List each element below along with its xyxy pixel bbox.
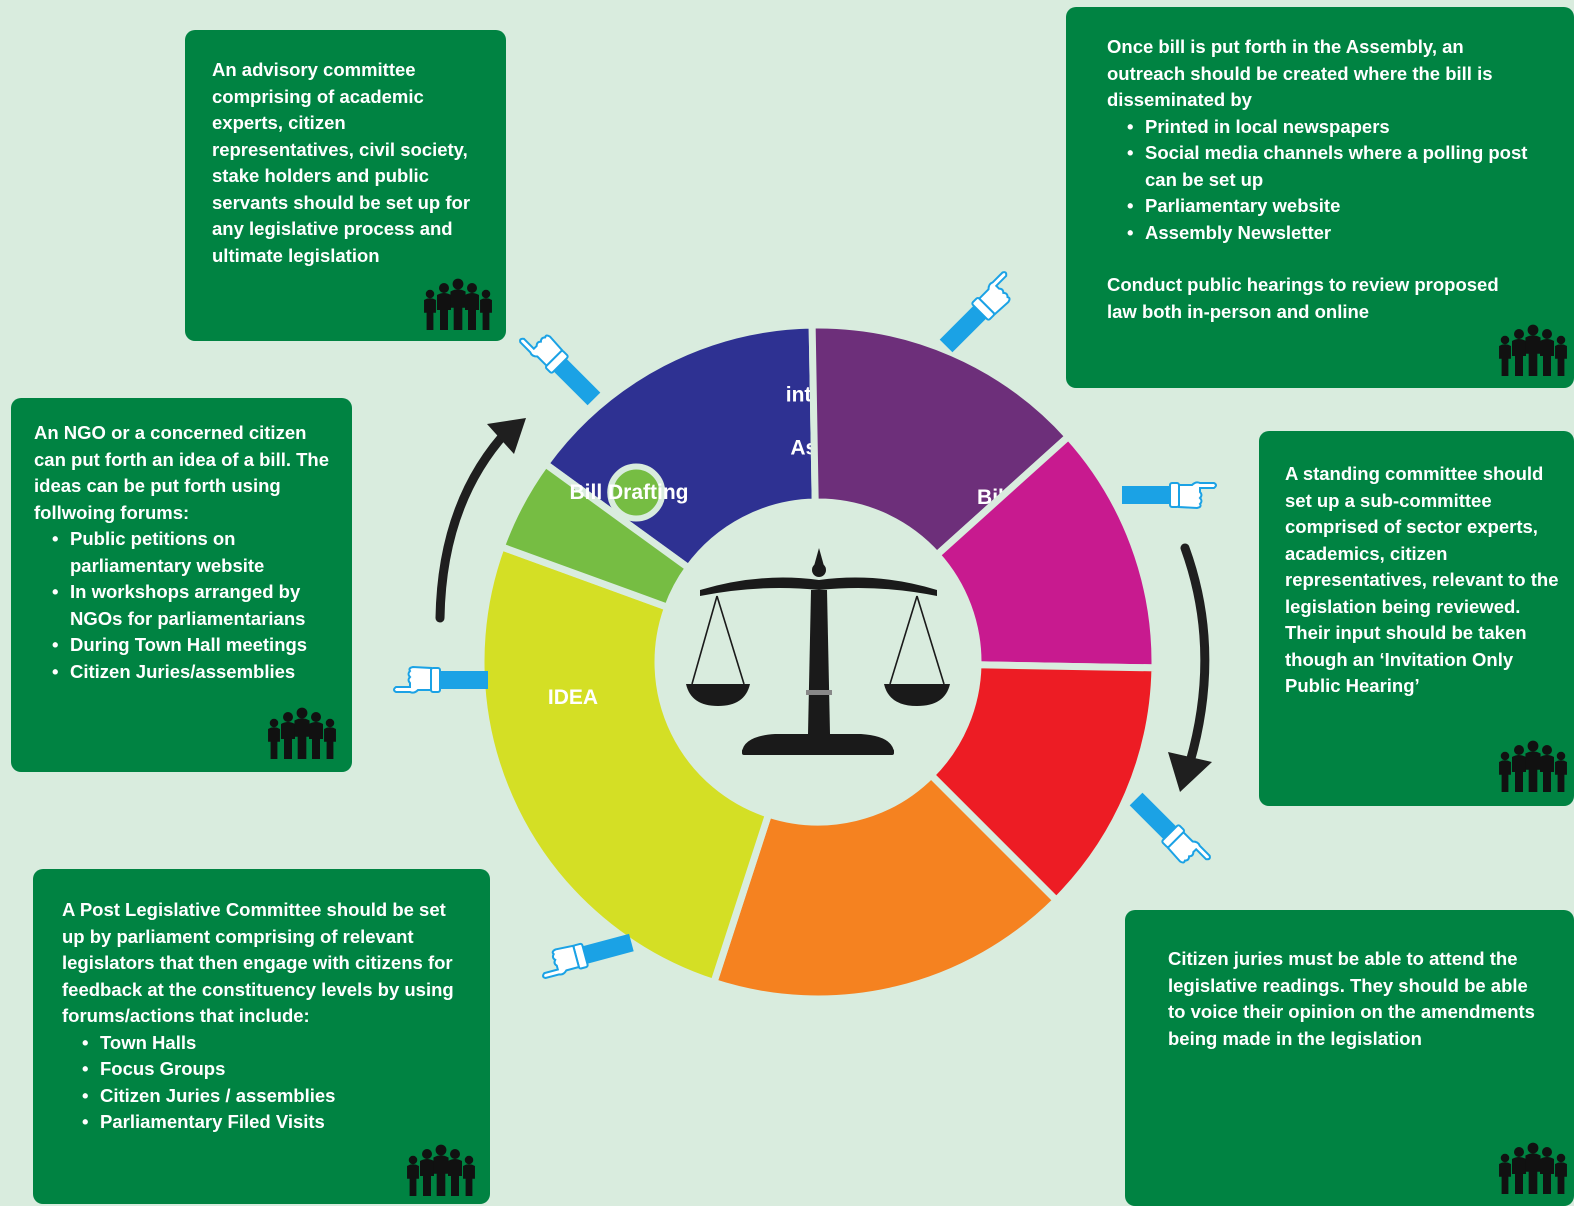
outreach-box: Once bill is put forth in the Assembly, …	[1066, 7, 1574, 388]
advisory-text: An advisory committee comprising of acad…	[212, 59, 471, 266]
list-item: Assembly Newsletter	[1125, 220, 1560, 247]
people-group-icon	[1499, 324, 1567, 376]
citizen-juries-box: Citizen juries must be able to attend th…	[1125, 910, 1574, 1206]
pointing-hand-icon	[393, 665, 488, 694]
curved-arrow-icon	[1180, 543, 1210, 767]
segment-label: Bill Drafting	[570, 481, 689, 504]
list-item: Citizen Juries/assemblies	[50, 659, 338, 686]
pointing-hand-icon	[939, 271, 1011, 353]
scales-of-justice-icon	[686, 548, 950, 755]
arrowhead-icon	[1168, 752, 1212, 792]
arrowhead-icon	[487, 418, 526, 454]
puzzle-segment	[496, 459, 694, 612]
pointing-hand-icon	[1122, 481, 1217, 510]
list-item: In workshops arranged by NGOs for parlia…	[50, 579, 338, 632]
people-group-icon	[268, 707, 336, 759]
list-item: Town Halls	[80, 1030, 470, 1057]
pointing-hand-icon	[1129, 792, 1211, 864]
ngo-intro: An NGO or a concerned citizen can put fo…	[34, 422, 330, 523]
people-group-icon	[424, 278, 492, 330]
segment-label: IDEA	[548, 686, 598, 709]
post-forum-list: Town Halls Focus Groups Citizen Juries /…	[80, 1030, 470, 1136]
puzzle-knob	[607, 463, 666, 522]
list-item: Citizen Juries / assemblies	[80, 1083, 470, 1110]
standing-committee-box: A standing committee should set up a sub…	[1259, 431, 1574, 806]
list-item: Social media channels where a polling po…	[1125, 140, 1560, 193]
post-legislative-box: A Post Legislative Committee should be s…	[33, 869, 490, 1204]
outreach-closing: Conduct public hearings to review propos…	[1107, 274, 1499, 322]
juries-text: Citizen juries must be able to attend th…	[1168, 948, 1535, 1049]
advisory-committee-box: An advisory committee comprising of acad…	[185, 30, 506, 341]
list-item: Parliamentary website	[1125, 193, 1560, 220]
pointing-hand-icon	[519, 334, 601, 406]
curved-arrow-icon	[435, 423, 515, 623]
list-item: Printed in local newspapers	[1125, 114, 1560, 141]
standing-text: A standing committee should set up a sub…	[1285, 463, 1559, 696]
list-item: Parliamentary Filed Visits	[80, 1109, 470, 1136]
list-item: Public petitions on parliamentary websit…	[50, 526, 338, 579]
post-intro: A Post Legislative Committee should be s…	[62, 899, 454, 1026]
list-item: Focus Groups	[80, 1056, 470, 1083]
people-group-icon	[1499, 1142, 1567, 1194]
pointing-hand-icon	[542, 933, 634, 980]
outreach-list: Printed in local newspapers Social media…	[1125, 114, 1560, 247]
list-item: During Town Hall meetings	[50, 632, 338, 659]
ngo-idea-box: An NGO or a concerned citizen can put fo…	[11, 398, 352, 772]
people-group-icon	[407, 1144, 475, 1196]
outreach-intro: Once bill is put forth in the Assembly, …	[1107, 36, 1493, 110]
ngo-forum-list: Public petitions on parliamentary websit…	[50, 526, 338, 685]
people-group-icon	[1499, 740, 1567, 792]
